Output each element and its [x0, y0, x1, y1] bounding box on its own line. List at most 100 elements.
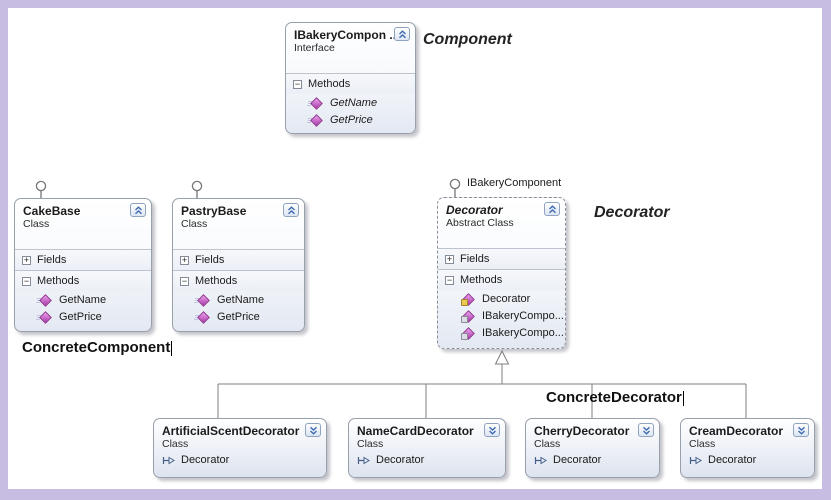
section-label: Fields	[37, 254, 67, 266]
method-icon	[37, 293, 52, 307]
text-cursor	[682, 391, 684, 406]
method-name: GetName	[330, 96, 378, 109]
node-ibakerycomponent-interface[interactable]: IBakeryCompon ... Interface − Methods Ge…	[285, 22, 416, 134]
chevron-up-icon	[548, 204, 556, 213]
expand-button[interactable]	[305, 423, 321, 437]
expand-expander-icon[interactable]: +	[180, 254, 189, 265]
expand-expander-icon[interactable]: +	[22, 254, 31, 265]
methods-section-header[interactable]: − Methods	[286, 73, 415, 94]
node-stereotype: Class	[23, 218, 50, 230]
base-type-row[interactable]: Decorator	[154, 451, 326, 466]
collapse-expander-icon[interactable]: −	[445, 274, 454, 285]
expand-button[interactable]	[793, 423, 809, 437]
method-row[interactable]: GetPrice	[173, 308, 304, 325]
method-name: IBakeryCompo...	[482, 309, 564, 322]
annotation-text: ConcreteDecorator	[546, 389, 682, 406]
annotation-decorator[interactable]: Decorator	[594, 204, 670, 221]
expand-button[interactable]	[484, 423, 500, 437]
node-cakebase[interactable]: CakeBase Class + Fields − Methods GetNam…	[14, 198, 152, 332]
method-icon	[37, 310, 52, 324]
node-header: CreamDecorator Class	[681, 419, 814, 451]
protected-method-icon	[460, 292, 475, 306]
expand-expander-icon[interactable]: +	[445, 253, 454, 264]
method-row[interactable]: IBakeryCompo...	[438, 307, 565, 324]
lollipop-icons	[35, 178, 461, 198]
collapse-expander-icon[interactable]: −	[22, 275, 31, 286]
section-label: Fields	[195, 254, 225, 266]
node-stereotype: Class	[162, 438, 189, 450]
methods-section-header[interactable]: − Methods	[438, 269, 565, 290]
method-row[interactable]: GetName	[15, 291, 151, 308]
node-stereotype: Interface	[294, 42, 335, 54]
node-title: PastryBase	[181, 204, 247, 218]
node-header: PastryBase Class	[173, 199, 304, 249]
node-header: NameCardDecorator Class	[349, 419, 505, 451]
inherits-arrow-icon	[162, 456, 175, 464]
annotation-concrete-decorator[interactable]: ConcreteDecorator	[546, 389, 684, 406]
fields-section-header[interactable]: + Fields	[173, 249, 304, 270]
key-icon	[461, 298, 468, 306]
node-cherrydecorator[interactable]: CherryDecorator Class Decorator	[525, 418, 660, 478]
node-title: CakeBase	[23, 204, 81, 218]
base-type-row[interactable]: Decorator	[349, 451, 505, 466]
annotation-concrete-component[interactable]: ConcreteComponent	[22, 339, 173, 356]
base-type-row[interactable]: Decorator	[526, 451, 659, 466]
section-label: Methods	[460, 274, 503, 286]
fields-section-header[interactable]: + Fields	[15, 249, 151, 270]
text-cursor	[171, 341, 173, 356]
node-decorator-abstract[interactable]: Decorator Abstract Class + Fields − Meth…	[437, 197, 566, 349]
section-label: Methods	[37, 275, 80, 287]
inherits-arrow-icon	[689, 456, 702, 464]
method-row[interactable]: GetPrice	[286, 111, 415, 128]
section-label: Methods	[308, 78, 351, 90]
collapse-button[interactable]	[283, 203, 299, 217]
node-header: IBakeryCompon ... Interface	[286, 23, 415, 73]
method-row[interactable]: IBakeryCompo...	[438, 324, 565, 341]
private-method-icon	[460, 326, 475, 340]
methods-section-header[interactable]: − Methods	[173, 270, 304, 291]
node-creamdecorator[interactable]: CreamDecorator Class Decorator	[680, 418, 815, 478]
section-label: Fields	[460, 253, 490, 265]
node-stereotype: Abstract Class	[446, 217, 514, 229]
base-type-row[interactable]: Decorator	[681, 451, 814, 466]
node-pastrybase[interactable]: PastryBase Class + Fields − Methods GetN…	[172, 198, 305, 332]
method-icon	[195, 293, 210, 307]
expand-button[interactable]	[638, 423, 654, 437]
method-icon	[308, 96, 323, 110]
method-row[interactable]: GetName	[173, 291, 304, 308]
method-name: GetName	[59, 293, 107, 306]
method-row[interactable]: GetPrice	[15, 308, 151, 325]
methods-section-header[interactable]: − Methods	[15, 270, 151, 291]
base-type-name: Decorator	[708, 454, 757, 466]
fields-section-header[interactable]: + Fields	[438, 248, 565, 269]
node-namecarddecorator[interactable]: NameCardDecorator Class Decorator	[348, 418, 506, 478]
collapse-button[interactable]	[544, 202, 560, 216]
lollipop-interface-label: IBakeryComponent	[467, 177, 562, 189]
node-header: CherryDecorator Class	[526, 419, 659, 451]
annotation-component[interactable]: Component	[423, 31, 512, 48]
method-row[interactable]: Decorator	[438, 290, 565, 307]
inheritance-arrow-icon	[494, 349, 510, 365]
collapse-expander-icon[interactable]: −	[293, 78, 302, 89]
node-title: IBakeryCompon ...	[294, 28, 400, 42]
chevron-down-icon	[797, 426, 805, 435]
node-header: CakeBase Class	[15, 199, 151, 249]
node-stereotype: Class	[534, 438, 561, 450]
inherits-arrow-icon	[534, 456, 547, 464]
lock-icon	[461, 315, 468, 323]
lock-icon	[461, 332, 468, 340]
collapse-button[interactable]	[394, 27, 410, 41]
node-artificialscentdecorator[interactable]: ArtificialScentDecorator Class Decorator	[153, 418, 327, 478]
inherits-arrow-icon	[357, 456, 370, 464]
method-icon	[195, 310, 210, 324]
method-name: GetName	[217, 293, 265, 306]
node-title: NameCardDecorator	[357, 424, 474, 438]
collapse-expander-icon[interactable]: −	[180, 275, 189, 286]
inheritance-connector[interactable]	[217, 349, 747, 418]
collapse-button[interactable]	[130, 203, 146, 217]
method-row[interactable]: GetName	[286, 94, 415, 111]
chevron-down-icon	[488, 426, 496, 435]
node-header: ArtificialScentDecorator Class	[154, 419, 326, 451]
base-type-name: Decorator	[553, 454, 602, 466]
